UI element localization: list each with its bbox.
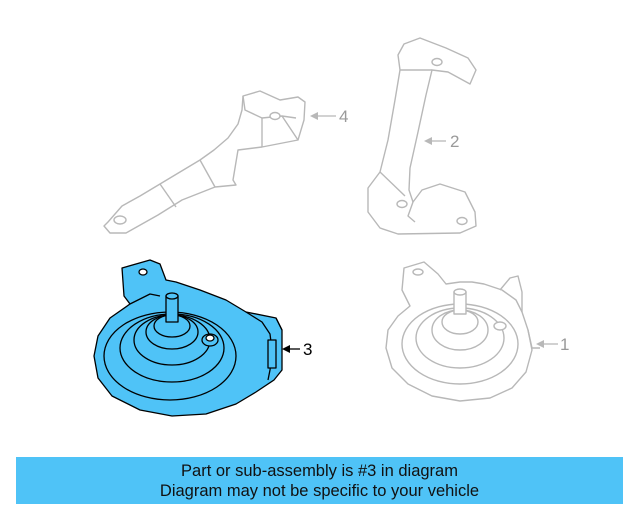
part-1-horn: [385, 261, 540, 402]
callout-3: 3: [303, 340, 313, 359]
banner-line-1: Part or sub-assembly is #3 in diagram: [181, 461, 458, 480]
part-4-bracket: [103, 90, 306, 234]
callout-1: 1: [560, 335, 570, 354]
parts-diagram: 4 2 3 1: [93, 37, 570, 417]
part-2-bracket: [367, 37, 477, 235]
callout-2: 2: [450, 132, 460, 151]
part-3-horn-highlighted: [93, 259, 283, 417]
banner-line-2: Diagram may not be specific to your vehi…: [159, 481, 480, 500]
callout-4: 4: [339, 107, 349, 126]
info-banner: Part or sub-assembly is #3 in diagram Di…: [16, 457, 623, 504]
diagram-drawing: [93, 37, 558, 417]
